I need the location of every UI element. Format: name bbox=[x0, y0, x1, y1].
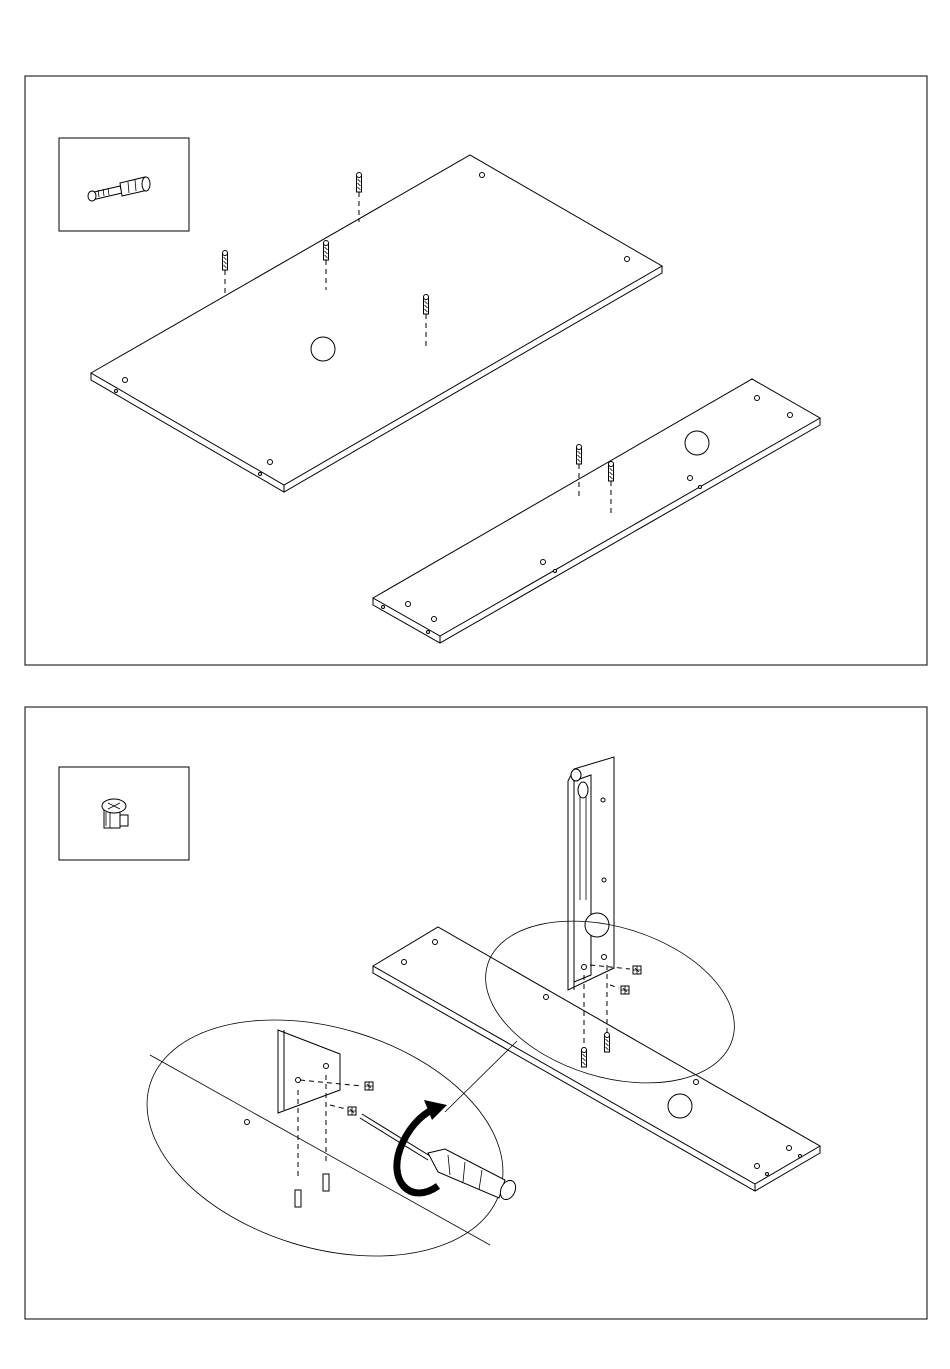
rotate-arrow-icon bbox=[397, 1100, 447, 1193]
step-2-part-inset bbox=[59, 767, 189, 860]
step-1-part-inset bbox=[59, 138, 189, 231]
detail-callout bbox=[118, 979, 532, 1296]
upright-panel bbox=[568, 757, 614, 990]
board-hole-circle bbox=[685, 431, 709, 455]
cam-lock-nut-icon bbox=[102, 799, 128, 828]
cam-bolt-icon bbox=[88, 177, 150, 201]
base-hole-circle bbox=[668, 1094, 692, 1118]
large-panel bbox=[91, 155, 662, 492]
long-shelf-board bbox=[373, 379, 820, 643]
panel-hole-circle bbox=[311, 337, 335, 361]
callout-leader-line bbox=[445, 1041, 517, 1112]
